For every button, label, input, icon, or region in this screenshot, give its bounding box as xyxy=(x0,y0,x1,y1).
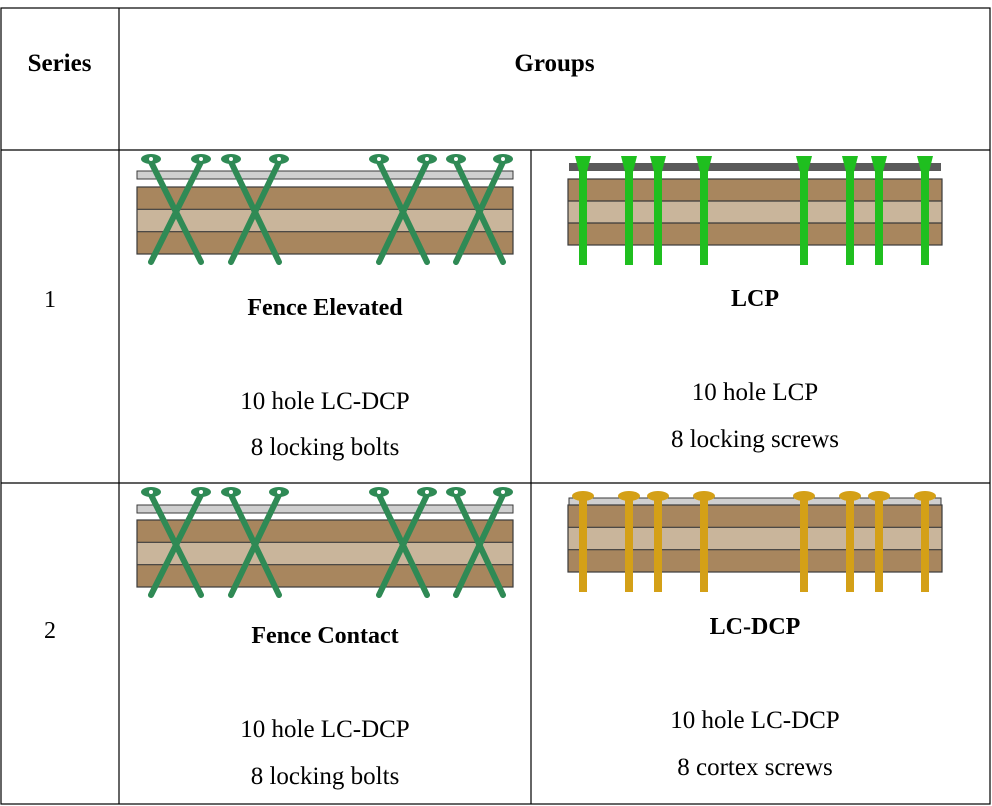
bolt-head-hole xyxy=(149,490,153,494)
bone-cortex-bottom xyxy=(568,549,942,572)
locking-bolt xyxy=(453,159,506,265)
bolt-head-hole xyxy=(501,490,505,494)
bone-outline xyxy=(567,178,943,246)
fence-elevated-diagram xyxy=(136,154,514,265)
bolt-head-hole xyxy=(454,490,458,494)
bone-cortex-top xyxy=(568,505,942,528)
series-header: Series xyxy=(27,50,92,77)
screw-shaft xyxy=(700,496,708,592)
group-desc-line1: 10 hole LC-DCP xyxy=(670,707,840,734)
series-number-2: 2 xyxy=(44,618,56,644)
screw-shaft xyxy=(846,160,854,265)
group-desc-line1: 10 hole LC-DCP xyxy=(240,716,410,743)
screw-head xyxy=(914,491,936,501)
group-desc-line1: 10 hole LCP xyxy=(691,379,819,406)
group-title-fence-contact: Fence Contact xyxy=(251,623,399,649)
bolt-head-hole xyxy=(425,157,429,161)
screw-shaft xyxy=(654,160,662,265)
screw-shaft xyxy=(625,160,633,265)
screw-head xyxy=(650,156,666,172)
bone-medulla xyxy=(137,542,513,565)
bolt-head-hole xyxy=(199,157,203,161)
bone-outline xyxy=(567,504,943,573)
screw-head xyxy=(839,491,861,501)
bone-outline xyxy=(136,519,514,588)
screw-head xyxy=(647,491,669,501)
fence-contact-diagram xyxy=(136,487,514,598)
group-title-lc-dcp: LC-DCP xyxy=(709,614,801,640)
screw-shaft xyxy=(875,496,883,592)
lcp-diagram xyxy=(567,156,943,265)
group-title-fence-elevated: Fence Elevated xyxy=(247,295,403,321)
bolt-head-hole xyxy=(149,157,153,161)
bolt-head-hole xyxy=(199,490,203,494)
bolt-head-hole xyxy=(454,157,458,161)
screw-head xyxy=(572,491,594,501)
screw-head xyxy=(842,156,858,172)
screw-shaft xyxy=(700,160,708,265)
bone-medulla xyxy=(137,209,513,232)
screw-shaft xyxy=(579,496,587,592)
bone-cortex-top xyxy=(137,187,513,210)
bone-medulla xyxy=(568,527,942,550)
screw-head xyxy=(871,156,887,172)
screw-shaft xyxy=(921,496,929,592)
group-title-lcp: LCP xyxy=(731,286,779,312)
group-desc-line2: 8 locking bolts xyxy=(250,434,400,461)
bolt-head-hole xyxy=(229,490,233,494)
screw-head xyxy=(575,156,591,172)
bolt-head-hole xyxy=(425,490,429,494)
screw-shaft xyxy=(921,160,929,265)
bone-cortex-top xyxy=(568,179,942,201)
screw-head xyxy=(618,491,640,501)
screw-head xyxy=(793,491,815,501)
group-desc-line2: 8 locking bolts xyxy=(250,763,400,790)
screw-shaft xyxy=(654,496,662,592)
screw-shaft xyxy=(625,496,633,592)
bolt-head-hole xyxy=(377,490,381,494)
group-desc-line2: 8 cortex screws xyxy=(677,754,833,781)
bolt-head-hole xyxy=(229,157,233,161)
plate xyxy=(136,170,514,180)
screw-shaft xyxy=(846,496,854,592)
groups-header: Groups xyxy=(514,50,595,77)
screw-shaft xyxy=(800,496,808,592)
locking-bolt xyxy=(376,159,430,265)
screw-head xyxy=(868,491,890,501)
screw-head xyxy=(796,156,812,172)
locking-bolt xyxy=(148,492,204,598)
screw-shaft xyxy=(800,160,808,265)
bolt-head-hole xyxy=(277,157,281,161)
lc-dcp-diagram xyxy=(567,491,943,592)
bolt-head-hole xyxy=(501,157,505,161)
group-desc-line2: 8 locking screws xyxy=(670,426,840,453)
screw-shaft xyxy=(579,160,587,265)
bone-outline xyxy=(136,186,514,255)
locking-bolt xyxy=(228,492,282,598)
bone-cortex-bottom xyxy=(568,223,942,245)
screw-shaft xyxy=(875,160,883,265)
screw-head xyxy=(693,491,715,501)
locking-bolt xyxy=(453,492,506,598)
screw-head xyxy=(696,156,712,172)
bone-medulla xyxy=(568,201,942,223)
locking-bolt xyxy=(376,492,430,598)
screw-head xyxy=(621,156,637,172)
group-desc-line1: 10 hole LC-DCP xyxy=(240,388,410,415)
bone-cortex-top xyxy=(137,520,513,543)
screw-head xyxy=(917,156,933,172)
bolt-head-hole xyxy=(277,490,281,494)
plate xyxy=(136,504,514,514)
bolt-head-hole xyxy=(377,157,381,161)
series-number-1: 1 xyxy=(44,287,56,313)
locking-bolt xyxy=(148,159,204,265)
locking-bolt xyxy=(228,159,282,265)
table-border xyxy=(0,7,991,805)
plate xyxy=(569,163,941,171)
